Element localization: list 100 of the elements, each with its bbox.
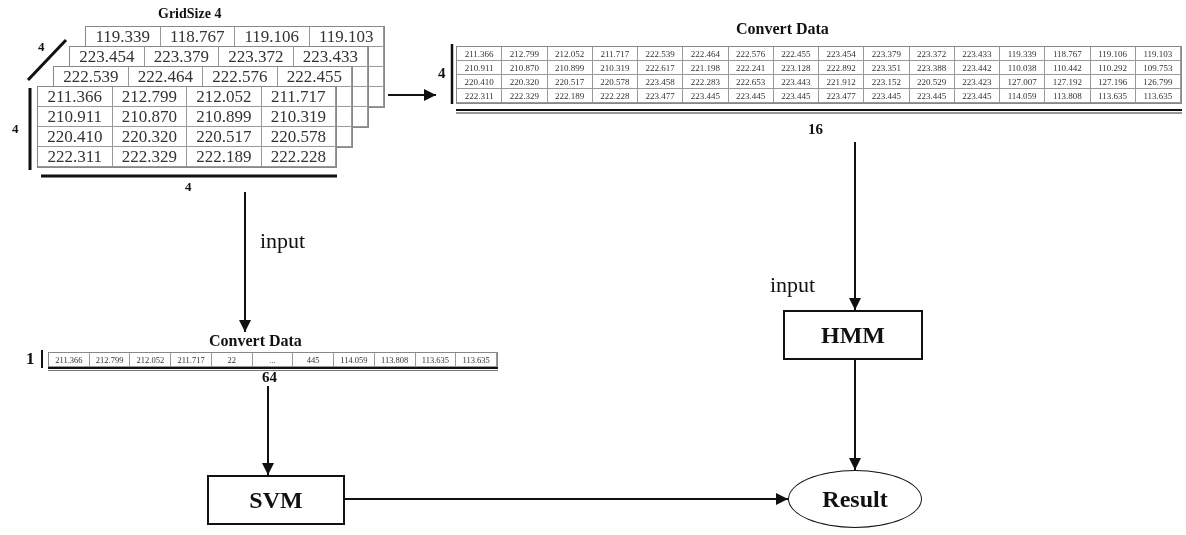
- table-cell: 212.052: [547, 47, 593, 61]
- table-cell: 113.635: [1090, 89, 1136, 103]
- table-cell: 210.870: [112, 107, 187, 127]
- result-ellipse: Result: [788, 470, 922, 528]
- table-cell: 222.189: [187, 147, 262, 167]
- table-cell: 212.799: [112, 87, 187, 107]
- table-cell: 113.808: [374, 353, 416, 367]
- table-cell: 222.228: [592, 89, 638, 103]
- table-cell: 127.196: [1090, 75, 1136, 89]
- dimension-label: 1: [26, 350, 35, 367]
- table-cell: 223.477: [819, 89, 865, 103]
- table-cell: 223.445: [864, 89, 910, 103]
- table-cell: 222.329: [112, 147, 187, 167]
- table-cell: 445: [293, 353, 335, 367]
- table-cell: 212.799: [89, 353, 131, 367]
- table-cell: 222.576: [728, 47, 774, 61]
- arrow: [849, 141, 861, 311]
- table-cell: 220.517: [547, 75, 593, 89]
- table-cell: 212.052: [130, 353, 172, 367]
- table-cell: 223.458: [638, 75, 684, 89]
- table-cell: 222.464: [683, 47, 729, 61]
- table-cell: 210.911: [457, 61, 503, 75]
- table-cell: 223.445: [773, 89, 819, 103]
- table-cell: 119.106: [1090, 47, 1136, 61]
- dimension-label: 64: [262, 370, 277, 385]
- table-cell: 222.311: [38, 147, 113, 167]
- process-box: HMM: [783, 310, 923, 360]
- table-cell: 223.152: [864, 75, 910, 89]
- table-cell: 210.870: [502, 61, 548, 75]
- table-cell: 127.007: [1000, 75, 1046, 89]
- table-cell: 223.443: [773, 75, 819, 89]
- table-cell: 221.912: [819, 75, 865, 89]
- table-cell: 210.319: [261, 107, 336, 127]
- table-cell: 126.799: [1135, 75, 1181, 89]
- table-cell: 223.388: [909, 61, 955, 75]
- table-cell: 220.517: [187, 127, 262, 147]
- table-cell: 223.445: [909, 89, 955, 103]
- arrow: [239, 191, 251, 333]
- table-cell: 222.283: [683, 75, 729, 89]
- arrow: [262, 385, 274, 476]
- arrow: [849, 359, 861, 471]
- table-cell: 223.477: [638, 89, 684, 103]
- table-cell: 223.442: [954, 61, 1000, 75]
- dimension-label: 4: [12, 122, 19, 135]
- table-cell: ...: [252, 353, 294, 367]
- table-cell: 222.617: [638, 61, 684, 75]
- table-cell: 127.192: [1045, 75, 1091, 89]
- table-cell: 223.351: [864, 61, 910, 75]
- table-cell: 211.366: [457, 47, 503, 61]
- table-cell: 210.899: [187, 107, 262, 127]
- table-cell: 212.052: [187, 87, 262, 107]
- process-box: SVM: [207, 475, 345, 525]
- table-cell: 220.320: [112, 127, 187, 147]
- table-cell: 113.635: [415, 353, 457, 367]
- table-cell: 119.103: [1135, 47, 1181, 61]
- table-cell: 222.892: [819, 61, 865, 75]
- table-cell: 222.539: [638, 47, 684, 61]
- table-cell: 212.799: [502, 47, 548, 61]
- table-cell: 110.292: [1090, 61, 1136, 75]
- table-cell: 114.059: [334, 353, 375, 367]
- grid-title: GridSize 4: [158, 6, 222, 22]
- table-cell: 110.038: [1000, 61, 1046, 75]
- table-cell: 222.653: [728, 75, 774, 89]
- table-cell: 220.320: [502, 75, 548, 89]
- table-cell: 211.717: [592, 47, 638, 61]
- table-cell: 223.445: [728, 89, 774, 103]
- table-cell: 210.899: [547, 61, 593, 75]
- table-cell: 222.311: [457, 89, 503, 103]
- table-cell: 211.366: [38, 87, 113, 107]
- table-cell: 222.329: [502, 89, 548, 103]
- table-cell: 223.372: [909, 47, 955, 61]
- table-cell: 220.578: [261, 127, 336, 147]
- table-cell: 110.442: [1045, 61, 1091, 75]
- table-cell: 221.198: [683, 61, 729, 75]
- table-cell: 220.529: [909, 75, 955, 89]
- table-cell: 113.635: [1135, 89, 1181, 103]
- table-cell: 223.445: [683, 89, 729, 103]
- table-cell: 119.339: [1000, 47, 1046, 61]
- table-cell: 210.911: [38, 107, 113, 127]
- table-cell: 220.410: [38, 127, 113, 147]
- table-cell: 210.319: [592, 61, 638, 75]
- table-cell: 114.059: [1000, 89, 1046, 103]
- table-title: Convert Data: [209, 332, 302, 350]
- dimension-label: 4: [185, 180, 192, 193]
- table-cell: 223.454: [819, 47, 865, 61]
- table-cell: 211.717: [171, 353, 212, 367]
- arrow: [344, 493, 789, 505]
- table-cell: 223.445: [954, 89, 1000, 103]
- table-cell: 223.423: [954, 75, 1000, 89]
- table-cell: 223.379: [864, 47, 910, 61]
- table-cell: 113.808: [1045, 89, 1091, 103]
- table-cell: 211.717: [261, 87, 336, 107]
- table-cell: 222.228: [261, 147, 336, 167]
- table-cell: 118.767: [1045, 47, 1091, 61]
- table-cell: 222.189: [547, 89, 593, 103]
- table-cell: 220.410: [457, 75, 503, 89]
- table-cell: 222.241: [728, 61, 774, 75]
- table-cell: 220.578: [592, 75, 638, 89]
- table-cell: 109.753: [1135, 61, 1181, 75]
- arrow: [387, 89, 437, 101]
